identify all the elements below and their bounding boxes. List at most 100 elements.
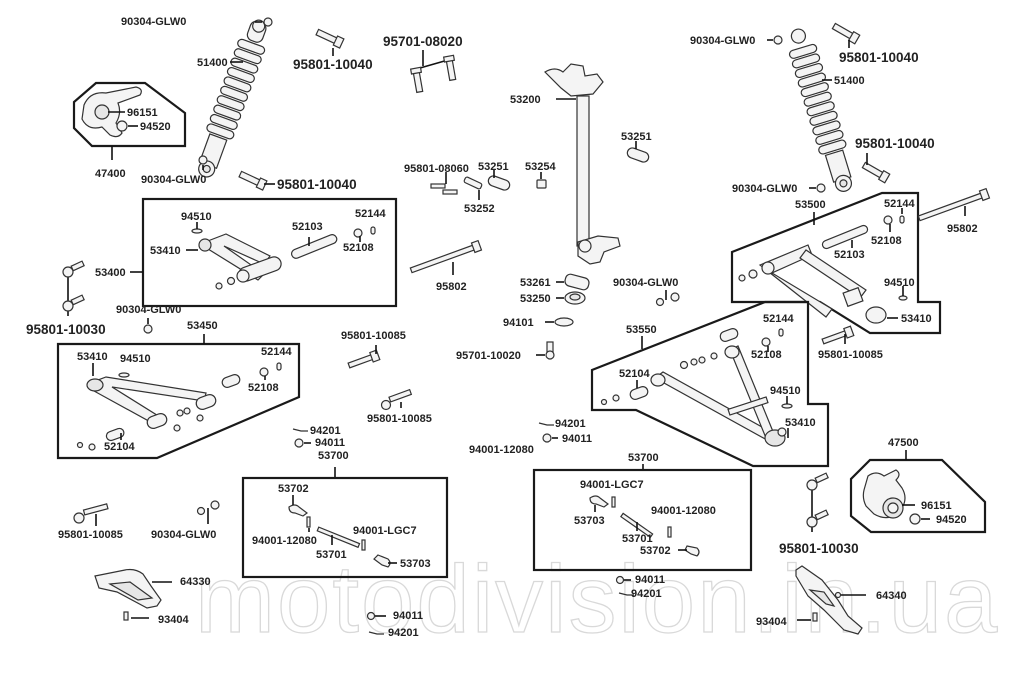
label-90304-glw0-left-2: 90304-GLW0 — [141, 174, 206, 186]
a-arm-upper-right[interactable] — [738, 244, 887, 324]
screw-93404-right[interactable] — [812, 612, 818, 622]
label-52144-right-2: 52144 — [763, 313, 794, 325]
label-52144-right-1: 52144 — [884, 198, 915, 210]
label-53703-right: 53703 — [574, 515, 605, 527]
a-arm-upper-left[interactable] — [198, 233, 283, 290]
bolt-95801-10085-bottom-left[interactable] — [73, 503, 109, 524]
bearing-53250[interactable] — [564, 291, 586, 305]
label-53703-left: 53703 — [400, 558, 431, 570]
shock-absorber-right[interactable] — [783, 25, 859, 195]
label-95801-10085-center-2: 95801-10085 — [367, 413, 432, 425]
label-53400: 53400 — [95, 267, 126, 279]
label-95801-08060: 95801-08060 — [404, 163, 469, 175]
label-64330: 64330 — [180, 576, 211, 588]
bolt-95801-10085-center-2[interactable] — [380, 388, 413, 411]
label-90304-glw0-top-left: 90304-GLW0 — [121, 16, 186, 28]
screw-93404-left[interactable] — [123, 611, 129, 621]
label-52108-right-2: 52108 — [751, 349, 782, 361]
a-arm-lower-right[interactable] — [600, 327, 787, 447]
label-95801-10040-top-right: 95801-10040 — [839, 50, 919, 65]
label-94001-lgc7-right: 94001-LGC7 — [580, 479, 644, 491]
skid-plate-64340[interactable] — [795, 565, 863, 635]
label-53261: 53261 — [520, 277, 551, 289]
label-53410-right-2: 53410 — [785, 417, 816, 429]
bolt-95801-10085-center-1[interactable] — [347, 349, 381, 370]
label-53550: 53550 — [626, 324, 657, 336]
washer-94101[interactable] — [554, 317, 574, 327]
label-94510-left-2: 94510 — [120, 353, 151, 365]
bolt-95802-right[interactable] — [917, 187, 991, 223]
label-95801-10085-bottom-left: 95801-10085 — [58, 529, 123, 541]
skid-plate-64330[interactable] — [94, 568, 162, 609]
label-95701-10020: 95701-10020 — [456, 350, 521, 362]
label-53251-center: 53251 — [478, 161, 509, 173]
label-64340: 64340 — [876, 590, 907, 602]
label-51400-left: 51400 — [197, 57, 228, 69]
bushing-53251-right[interactable] — [626, 147, 650, 164]
label-53254: 53254 — [525, 161, 556, 173]
clip-53254[interactable] — [536, 179, 547, 189]
label-94520-left: 94520 — [140, 121, 171, 133]
label-94520-right: 94520 — [936, 514, 967, 526]
bolt-plate-95701-08020[interactable] — [409, 54, 458, 94]
bolt-95701-10020[interactable] — [545, 341, 555, 360]
label-94201-center: 94201 — [310, 425, 341, 437]
label-53702-left: 53702 — [278, 483, 309, 495]
bolt-95801-10040-left-2[interactable] — [238, 170, 268, 191]
bolt-95801-10040-top-left[interactable] — [315, 28, 345, 49]
bolts-95801-10030-left[interactable] — [62, 260, 85, 316]
a-arm-lower-left[interactable] — [76, 373, 242, 451]
label-94001-lgc7-left: 94001-LGC7 — [353, 525, 417, 537]
watermark: motodivision.in.ua — [195, 546, 999, 653]
washer-icon — [263, 17, 273, 27]
label-52108-left-2: 52108 — [248, 382, 279, 394]
clamp-53252[interactable] — [463, 176, 483, 190]
label-96151-right: 96151 — [921, 500, 952, 512]
bushing-53251-center[interactable] — [487, 175, 511, 192]
shaft-52103-left[interactable] — [290, 233, 338, 259]
label-52104-right: 52104 — [619, 368, 650, 380]
label-95802-center: 95802 — [436, 281, 467, 293]
a-arm-group-53450-frame — [56, 342, 301, 460]
bolt-95801-10040-top-right[interactable] — [831, 22, 861, 45]
label-53500: 53500 — [795, 199, 826, 211]
seal-53261[interactable] — [564, 273, 590, 291]
label-95701-08020: 95701-08020 — [383, 34, 463, 49]
label-52108-right-1: 52108 — [871, 235, 902, 247]
label-94001-12080-right: 94001-12080 — [651, 505, 716, 517]
steering-column-53200[interactable] — [544, 63, 621, 265]
label-95801-10040-left-2: 95801-10040 — [277, 177, 357, 192]
label-94510-right-2: 94510 — [770, 385, 801, 397]
label-93404-left: 93404 — [158, 614, 189, 626]
bolts-95801-10030-right[interactable] — [806, 472, 829, 532]
knuckle-group-47500-frame — [849, 458, 987, 534]
shaft-52103-right[interactable] — [821, 224, 869, 250]
bolt-95802-center[interactable] — [409, 239, 483, 275]
label-95801-10040-right-2: 95801-10040 — [855, 136, 935, 151]
label-53450: 53450 — [187, 320, 218, 332]
label-52104-left: 52104 — [104, 441, 135, 453]
bolt-95801-10085-right[interactable] — [821, 325, 855, 346]
a-arm-group-53550-frame — [590, 300, 830, 468]
label-95802-right: 95802 — [947, 223, 978, 235]
a-arm-group-53500-frame — [730, 191, 942, 335]
label-53252: 53252 — [464, 203, 495, 215]
bolt-95801-10040-right-2[interactable] — [861, 161, 891, 184]
label-94101: 94101 — [503, 317, 534, 329]
knuckle-group-47400-frame — [72, 81, 187, 148]
tie-rod-group-right-frame — [532, 468, 753, 572]
label-53410-right-1: 53410 — [901, 313, 932, 325]
label-95801-10040-top-left: 95801-10040 — [293, 57, 373, 72]
nut-icon — [294, 438, 304, 448]
tie-rod-left[interactable] — [288, 504, 391, 568]
label-53700-right: 53700 — [628, 452, 659, 464]
label-90304-glw0-left-3: 90304-GLW0 — [116, 304, 181, 316]
label-95801-10085-right: 95801-10085 — [818, 349, 883, 361]
shock-absorber-left[interactable] — [191, 16, 274, 182]
label-90304-glw0-top-right: 90304-GLW0 — [690, 35, 755, 47]
bolts-95801-08060[interactable] — [430, 183, 458, 195]
knuckle-right[interactable] — [862, 469, 906, 519]
label-47500: 47500 — [888, 437, 919, 449]
label-53200: 53200 — [510, 94, 541, 106]
